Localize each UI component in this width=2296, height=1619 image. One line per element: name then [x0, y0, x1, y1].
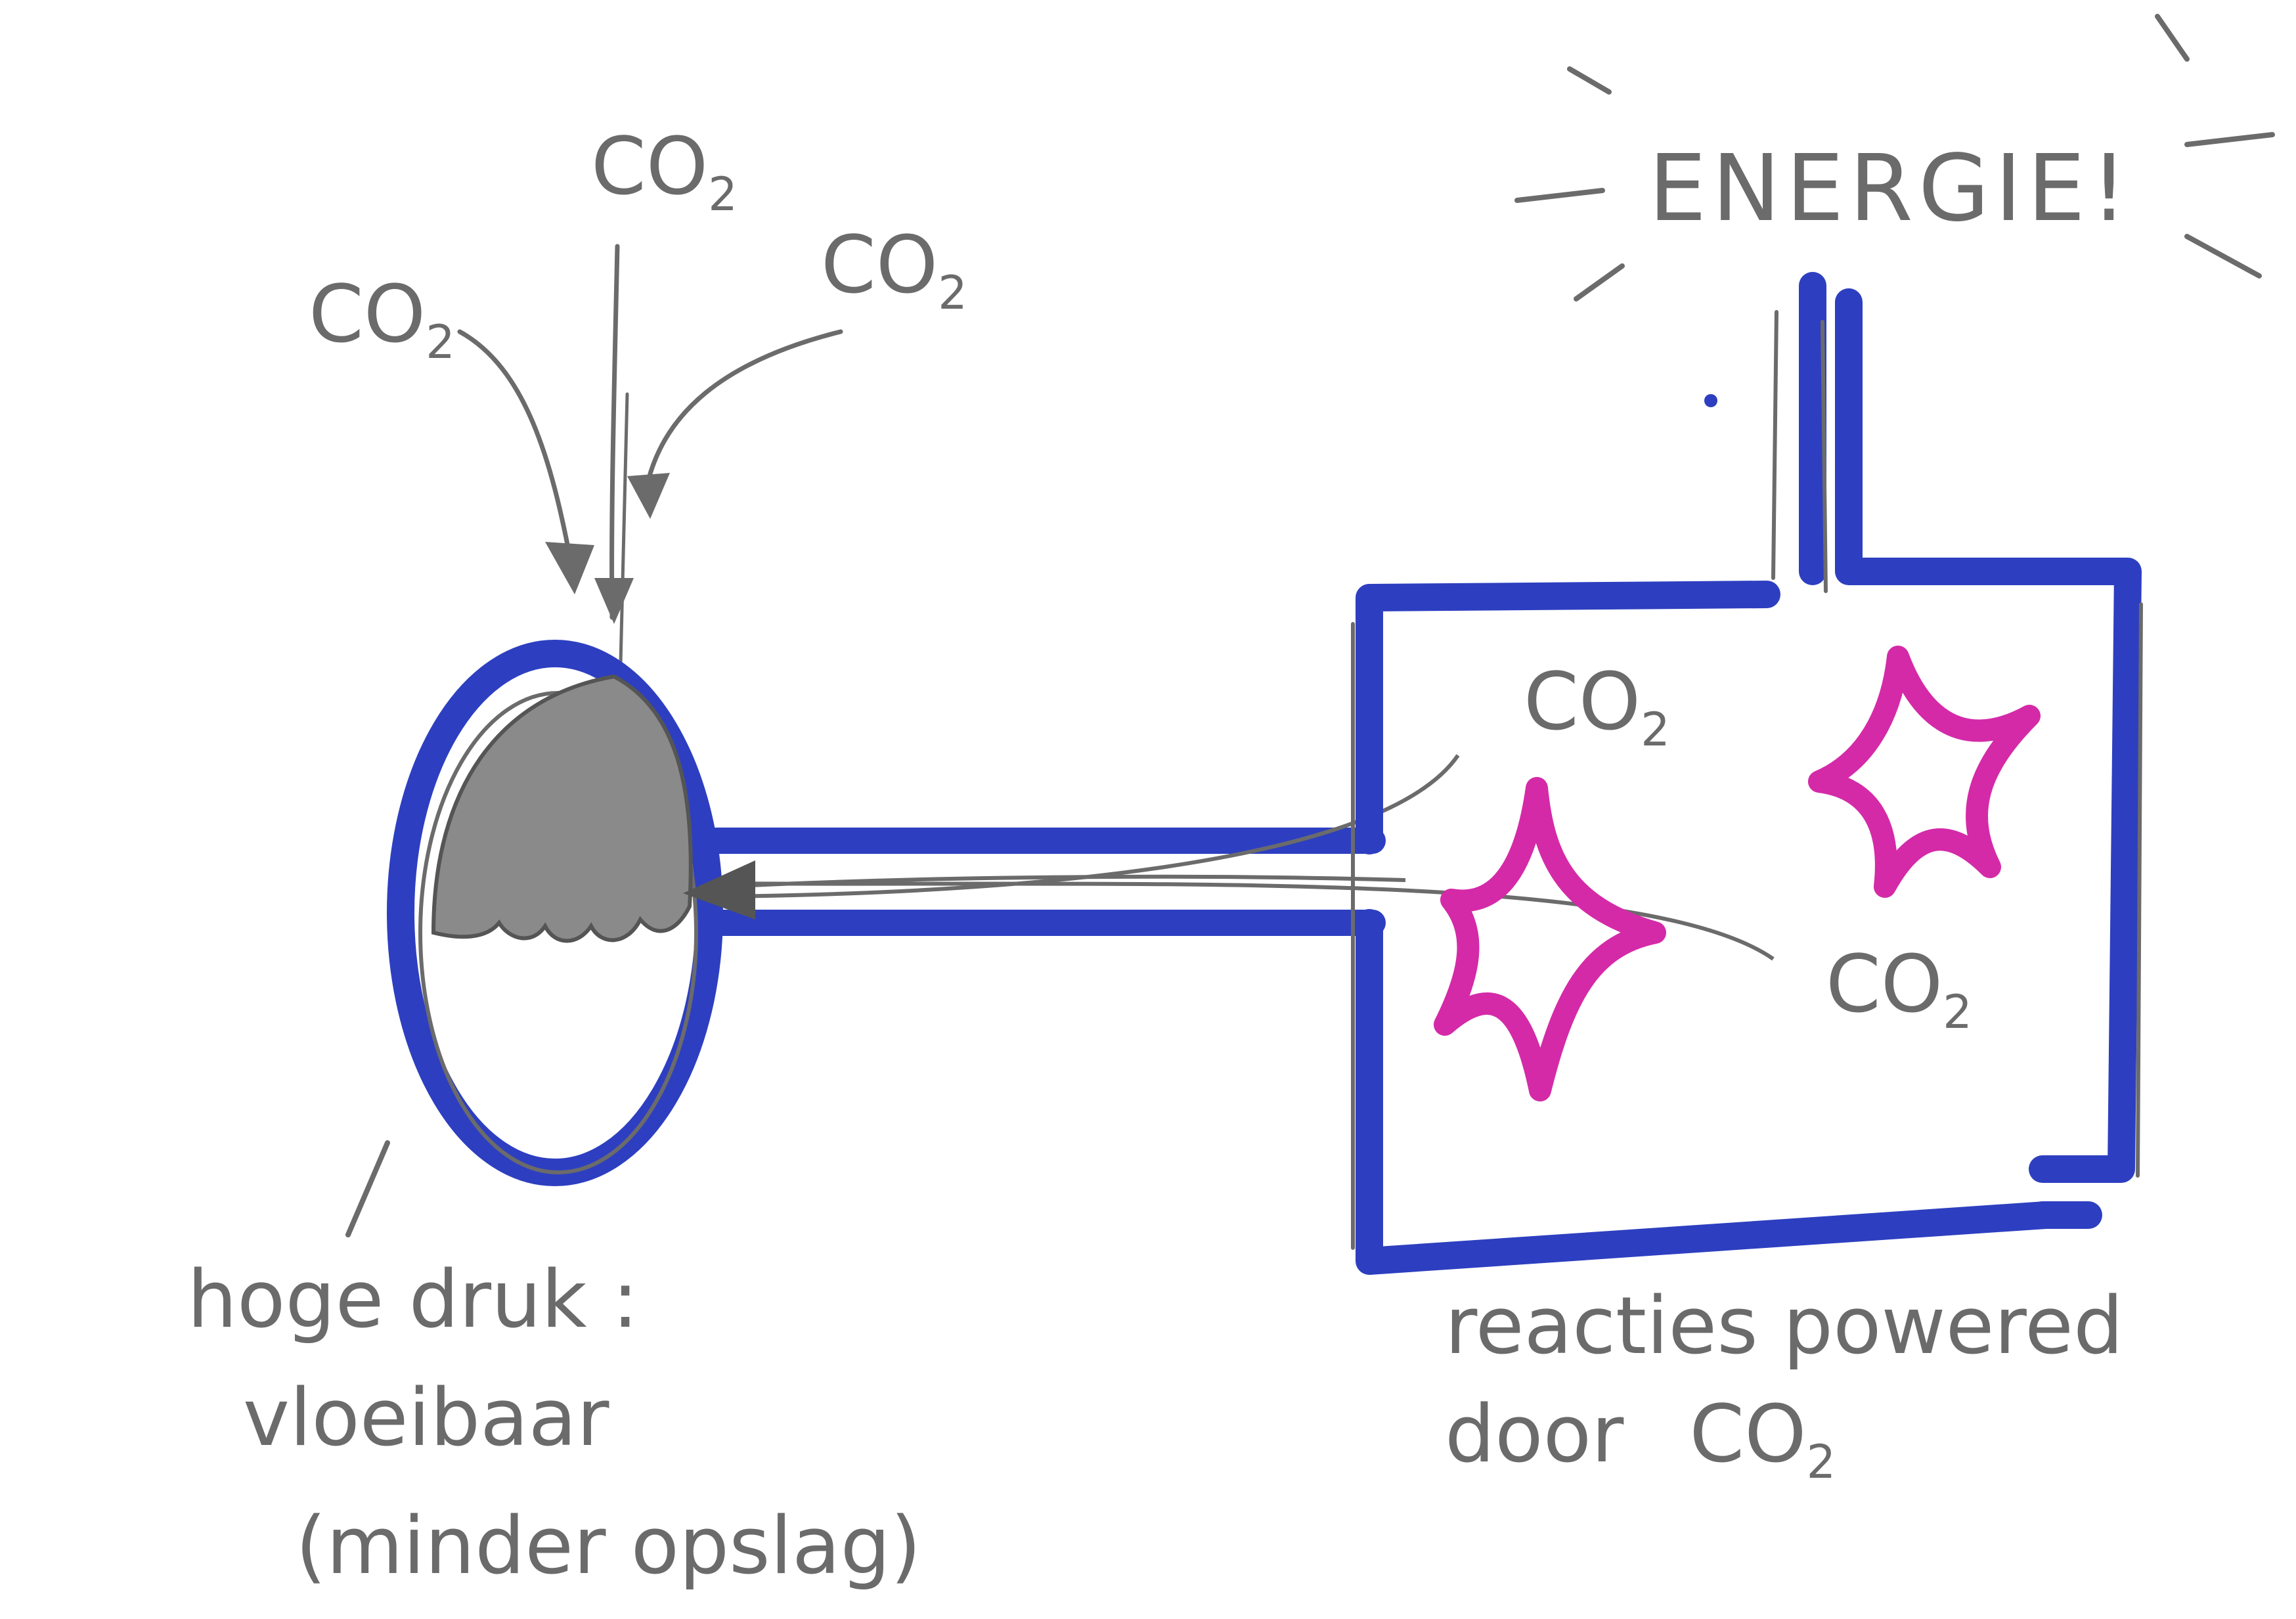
co2-label-middle: CO2 [591, 122, 738, 221]
storage-caption: hoge druk : vloeibaar (minder opslag) [187, 1254, 921, 1592]
arrowhead-right [627, 473, 670, 519]
storage-tank [387, 640, 723, 1186]
energy-label: ENERGIE! [1648, 135, 2132, 242]
co2-label-right: CO2 [821, 220, 967, 320]
co2-label-left: CO2 [309, 269, 455, 369]
storage-caption-line2: vloeibaar [243, 1373, 609, 1464]
pipe-arrowhead [683, 860, 755, 920]
arrowhead-left [545, 542, 594, 594]
storage-caption-line3: (minder opslag) [296, 1501, 921, 1592]
arrowheads [545, 473, 670, 624]
reactor-chamber [1351, 272, 2143, 1275]
connecting-pipe [683, 754, 1775, 961]
sparkle-right-icon [1808, 646, 2041, 898]
co2-label-reactor-bottom: CO2 [1826, 939, 1972, 1039]
arrow-right [644, 329, 843, 489]
storage-caption-line1: hoge druk : [187, 1254, 638, 1346]
sparkle-left-icon [1434, 777, 1666, 1101]
energy-rays [1514, 14, 2275, 301]
chamber-wall [1356, 272, 2142, 1183]
arrowhead-middle [594, 578, 634, 624]
arrow-middle [609, 244, 620, 620]
co2-label-reactor-top: CO2 [1524, 657, 1670, 757]
incoming-co2-arrows [457, 244, 843, 665]
liquid-co2-fill [431, 674, 693, 943]
reaction-caption-line1: reacties powered [1445, 1281, 2123, 1372]
arrow-left [457, 329, 574, 567]
reaction-sparkles [1434, 646, 2041, 1101]
